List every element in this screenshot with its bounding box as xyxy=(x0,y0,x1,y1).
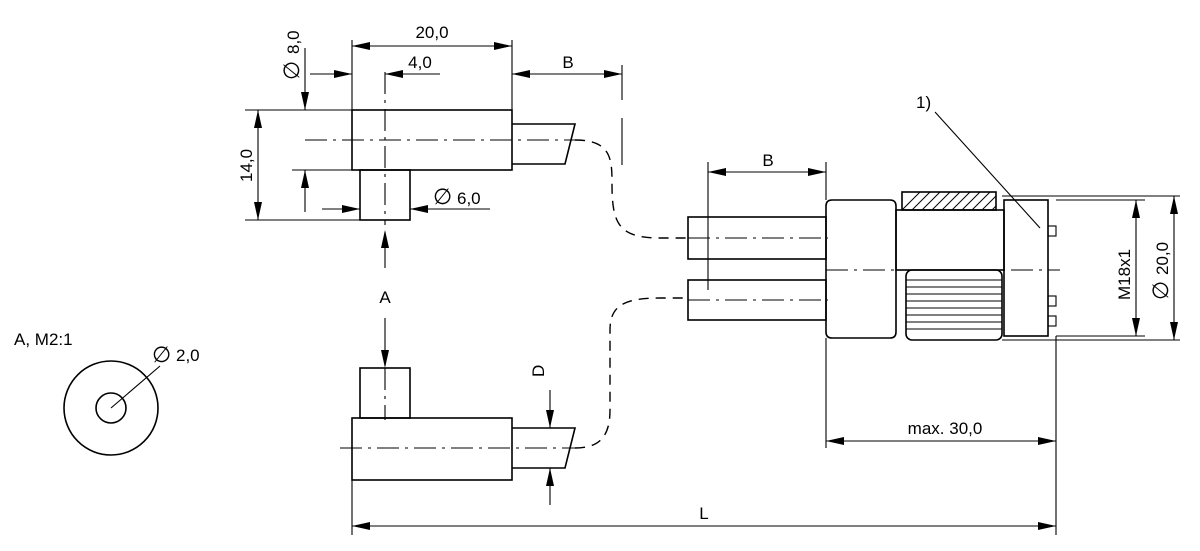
dim-arrow xyxy=(826,437,844,445)
dim-arrow xyxy=(254,110,262,128)
dim-arrow xyxy=(1132,318,1140,336)
diameter-symbol: ∅ xyxy=(280,61,305,80)
hatch-line xyxy=(991,205,996,210)
knurl-lines xyxy=(906,279,1002,330)
dim-arrow xyxy=(385,70,403,78)
view-arrow-head xyxy=(381,230,389,248)
dim-height-14: 14,0 xyxy=(237,110,262,220)
hatch-line xyxy=(971,192,991,210)
dim-arrow xyxy=(546,468,554,486)
thread-pin xyxy=(1047,315,1057,327)
connector-sleeve xyxy=(895,209,1005,271)
dim-width-20-label: 20,0 xyxy=(415,23,448,42)
detail-title: A, M2:1 xyxy=(14,330,73,349)
dim-arrow xyxy=(352,522,370,530)
callout-leader xyxy=(934,111,1041,229)
hatch-line xyxy=(981,195,996,210)
dim-arrow xyxy=(512,70,530,78)
callout-1: 1) xyxy=(916,93,1041,229)
detail-inner-circle xyxy=(95,392,127,424)
dim-b-right-label: B xyxy=(762,151,773,170)
detail-view-a: A, M2:1 ∅ 2,0 xyxy=(14,330,200,456)
dim-length-label: L xyxy=(699,504,708,523)
hatch-line xyxy=(911,192,931,210)
dim-diameter-6-label: 6,0 xyxy=(457,189,481,208)
dim-max-30: max. 30,0 xyxy=(826,419,1056,445)
diameter-symbol: ∅ xyxy=(152,343,171,368)
main-connector xyxy=(687,162,1180,535)
dim-max-30-label: max. 30,0 xyxy=(908,419,983,438)
dim-arrow xyxy=(410,205,428,213)
dim-diameter-6: ∅ 6,0 xyxy=(322,185,490,213)
dim-arrow xyxy=(342,205,360,213)
dim-diameter-8-label: 8,0 xyxy=(284,30,303,54)
dim-diameter-2-label: 2,0 xyxy=(176,346,200,365)
dim-arrow xyxy=(808,168,826,176)
dim-arrow xyxy=(604,70,622,78)
dim-arrow xyxy=(546,410,554,428)
dim-thread: M18x1 xyxy=(1115,200,1140,336)
view-arrow-head xyxy=(381,350,389,368)
upper-cable-dashed xyxy=(574,139,688,239)
callout-1-label: 1) xyxy=(916,93,931,112)
dim-arrow xyxy=(254,202,262,220)
detail-outer-circle xyxy=(63,360,159,456)
dim-length: L xyxy=(352,504,1056,530)
dim-arrow xyxy=(1132,200,1140,218)
connector-housing xyxy=(825,199,897,339)
view-arrow-label: A xyxy=(379,288,391,307)
lower-cable-dashed xyxy=(574,297,688,449)
top-connector-cable xyxy=(512,123,577,165)
thread-pin xyxy=(1047,295,1057,307)
hatch-lines xyxy=(902,192,996,210)
dim-width-4: 4,0 xyxy=(310,53,440,78)
dim-b-top: B xyxy=(512,53,622,78)
dim-arrow xyxy=(1038,437,1056,445)
dim-d-label: D xyxy=(529,365,548,377)
bottom-angled-connector xyxy=(340,367,580,535)
hatch-line xyxy=(931,192,951,210)
dim-arrow xyxy=(334,70,352,78)
diameter-symbol: ∅ xyxy=(1149,281,1174,300)
dim-arrow xyxy=(301,92,309,110)
dim-width-4-label: 4,0 xyxy=(408,53,432,72)
dim-arrow xyxy=(301,170,309,188)
detail-leader xyxy=(110,365,161,409)
hatched-section xyxy=(901,191,997,211)
dim-diameter-20-label: 20,0 xyxy=(1153,242,1172,275)
dim-b-right: B xyxy=(708,151,826,176)
hatch-line xyxy=(921,192,941,210)
dim-arrow xyxy=(708,168,726,176)
hatch-line xyxy=(902,192,921,210)
diameter-symbol: ∅ xyxy=(433,185,452,210)
dim-arrow xyxy=(1170,322,1178,340)
dim-diameter-20: ∅ 20,0 xyxy=(1149,196,1178,340)
dim-arrow xyxy=(494,42,512,50)
top-angled-connector xyxy=(245,40,623,225)
dim-diameter-8: ∅ 8,0 xyxy=(280,30,309,212)
dim-arrow xyxy=(352,42,370,50)
dim-width-20: 20,0 xyxy=(352,23,512,50)
thread-pin xyxy=(1047,225,1057,237)
view-arrow-a: A xyxy=(379,230,391,368)
dim-arrow xyxy=(1038,522,1056,530)
hatch-line xyxy=(941,192,961,210)
hatch-line xyxy=(961,192,981,210)
dim-d: D xyxy=(529,365,554,505)
dim-thread-label: M18x1 xyxy=(1115,249,1134,300)
hatch-line xyxy=(951,192,971,210)
thread-end xyxy=(1003,199,1049,337)
dim-b-top-label: B xyxy=(562,53,573,72)
dim-arrow xyxy=(1170,196,1178,214)
bottom-connector-body xyxy=(351,417,513,481)
dim-height-14-label: 14,0 xyxy=(237,149,256,182)
